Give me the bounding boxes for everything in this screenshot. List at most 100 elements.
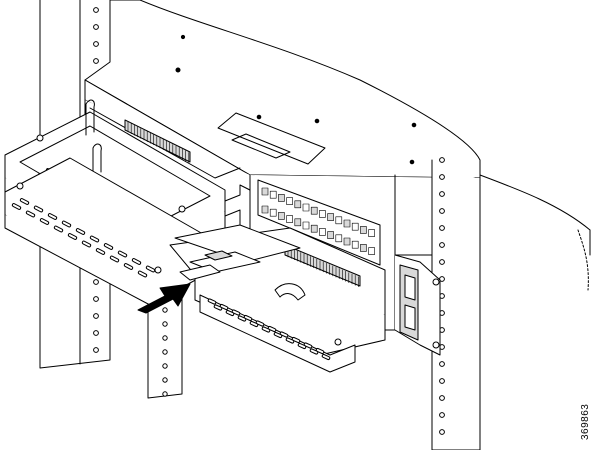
port	[261, 205, 269, 214]
tray-slot	[303, 342, 313, 349]
tray-slot	[213, 304, 223, 311]
port	[343, 237, 351, 246]
tray-slot	[261, 326, 271, 333]
tray-slot	[255, 320, 265, 327]
port	[310, 224, 318, 233]
upper-tray-handle	[85, 99, 95, 136]
tray-slot	[249, 320, 259, 328]
tray-slot	[61, 220, 72, 228]
tray-slot	[53, 225, 64, 233]
tray-slot	[33, 205, 44, 213]
port	[335, 216, 343, 225]
tray-slot	[237, 315, 247, 322]
tray-slot	[231, 309, 241, 316]
tray-slot	[225, 309, 235, 317]
chassis-top	[84, 0, 481, 179]
upper-vent-grille	[124, 119, 191, 163]
port	[335, 234, 343, 243]
lower-tray-slots	[11, 198, 156, 278]
front-tray-slots	[207, 298, 331, 361]
rail-hole	[439, 242, 445, 248]
tray-slot	[25, 210, 36, 218]
port	[351, 222, 359, 231]
tray-slot	[19, 198, 30, 205]
tray-slot	[109, 255, 120, 263]
figure-reference-number: 369863	[580, 403, 591, 441]
tray-slot	[39, 218, 50, 225]
top-label-plate	[217, 112, 326, 165]
left-rail-lower-holes	[162, 307, 168, 397]
port	[302, 221, 310, 230]
port	[319, 228, 326, 236]
rail-hole	[162, 349, 168, 355]
right-rack-rail	[394, 157, 591, 450]
rail-hole	[162, 391, 168, 397]
port	[351, 240, 359, 249]
rail-hole	[93, 58, 99, 64]
port	[319, 210, 326, 218]
rail-hole	[162, 363, 168, 369]
front-panel-ports	[257, 179, 381, 266]
rail-hole	[439, 361, 445, 367]
port	[261, 187, 269, 196]
port	[269, 190, 277, 199]
rail-hole	[93, 347, 99, 353]
tray-slot	[219, 303, 229, 311]
port	[343, 219, 351, 228]
tray-slot	[243, 314, 253, 322]
rail-hole	[162, 307, 168, 313]
port	[360, 226, 367, 234]
rail-hole	[93, 296, 99, 302]
tray-slot	[75, 228, 86, 235]
port	[294, 218, 302, 227]
rail-hole	[93, 279, 99, 285]
tray-slot	[321, 353, 331, 361]
rail-hole	[93, 313, 99, 319]
lower-module	[169, 224, 386, 356]
port	[368, 229, 375, 237]
port	[327, 213, 334, 221]
second-tray-handle	[92, 143, 102, 176]
rail-hole	[439, 259, 445, 265]
rail-hole	[439, 208, 445, 214]
port	[302, 203, 310, 212]
lower-cable-tray-front	[199, 294, 356, 373]
tray-slot	[267, 325, 277, 333]
right-rail-holes	[439, 157, 445, 435]
tray-slot	[273, 331, 283, 339]
port	[310, 206, 318, 215]
port	[286, 197, 293, 205]
tray-slot	[279, 331, 289, 338]
rail-hole	[439, 429, 445, 435]
tray-slot	[103, 243, 114, 250]
rail-hole	[93, 7, 99, 13]
rail-hole	[439, 225, 445, 231]
port	[278, 194, 285, 202]
upper-module	[84, 99, 251, 206]
rail-hole	[162, 335, 168, 341]
tray-slot	[285, 337, 295, 344]
tray-slot	[123, 263, 134, 270]
tray-slot	[131, 258, 142, 265]
rail-hole	[93, 330, 99, 336]
tray-slot	[11, 203, 22, 210]
port	[286, 215, 293, 223]
lower-module-handle	[274, 283, 306, 301]
tray-slot	[297, 342, 307, 350]
tray-slot	[117, 250, 128, 258]
rail-hole	[439, 412, 445, 418]
insertion-arrow	[137, 283, 191, 314]
rail-hole	[439, 395, 445, 401]
rail-hole	[93, 24, 99, 30]
tray-slot	[81, 240, 92, 248]
rail-hole	[162, 377, 168, 383]
port	[269, 208, 277, 217]
tray-slot	[309, 348, 319, 355]
port	[368, 247, 375, 255]
rail-hole	[93, 41, 99, 47]
tray-slot	[315, 347, 325, 355]
tray-slot	[137, 270, 148, 278]
port	[360, 244, 367, 252]
